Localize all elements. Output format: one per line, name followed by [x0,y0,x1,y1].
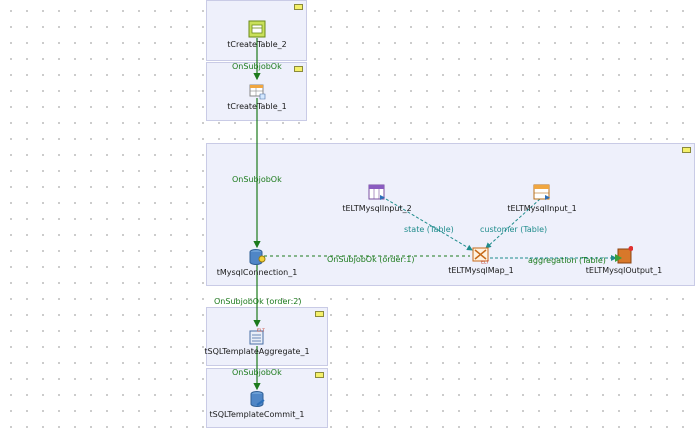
svg-text:ELT: ELT [257,328,265,333]
table-create-icon [248,82,266,100]
component-teltmysqlinput-1[interactable]: tELTMysqlInput_1 [482,184,602,213]
component-tsqltemplateaggregate-1[interactable]: ELT tSQLTemplateAggregate_1 [197,327,317,357]
component-tmysqlconnection-1[interactable]: tMysqlConnection_1 [197,248,317,277]
subjob-template-commit[interactable] [206,368,328,428]
link-label-onsubjobok[interactable]: OnSubjobOk [232,62,282,71]
link-label-customer[interactable]: customer (Table) [480,225,548,234]
collapse-button[interactable] [682,147,691,153]
collapse-button[interactable] [294,66,303,72]
component-teltmysqlmap-1[interactable]: ELT tELTMysqlMap_1 [421,246,541,275]
main-link-line[interactable] [485,198,541,249]
link-label-onsubjobok[interactable]: OnSubjobOk [232,368,282,377]
link-label-onsubjobok-order2[interactable]: OnSubjobOk (order:2) [214,297,302,306]
main-link-line[interactable] [385,198,473,251]
component-tcreatetable-1[interactable]: tCreateTable_1 [197,82,317,111]
table-create-icon [248,20,266,38]
elt-input-icon [368,184,386,202]
component-label: tCreateTable_2 [227,40,287,49]
component-label: tELTMysqlInput_1 [507,204,577,213]
subjob-elt-main[interactable] [206,143,695,286]
collapse-button[interactable] [294,4,303,10]
component-label: tELTMysqlInput_2 [342,204,412,213]
collapse-button[interactable] [315,311,324,317]
database-connection-icon [248,248,266,266]
sql-template-icon: ELT [248,327,266,345]
link-label-onsubjobok[interactable]: OnSubjobOk [232,175,282,184]
component-label: tMysqlConnection_1 [216,268,298,277]
elt-output-icon [615,246,634,264]
component-label: tSQLTemplateCommit_1 [209,410,305,419]
component-label: tCreateTable_1 [227,102,287,111]
sql-commit-icon [248,390,266,408]
link-label-state[interactable]: state (Table) [404,225,454,234]
subjob-template-aggregate[interactable] [206,307,328,366]
elt-input-icon [533,184,551,202]
component-label: tELTMysqlMap_1 [448,266,514,275]
component-label: tELTMysqlOutput_1 [585,266,663,275]
link-label-aggregation[interactable]: aggregation (Table) [528,256,606,265]
collapse-button[interactable] [315,372,324,378]
elt-map-icon: ELT [472,246,490,265]
link-label-onsubjobok-order1[interactable]: OnSubjobOk (order:1) [327,255,415,264]
component-tcreatetable-2[interactable]: tCreateTable_2 [197,20,317,49]
component-teltmysqloutput-1[interactable]: tELTMysqlOutput_1 [564,246,684,275]
component-tsqltemplatecommit-1[interactable]: tSQLTemplateCommit_1 [197,390,317,419]
svg-text:ELT: ELT [481,260,489,265]
component-label: tSQLTemplateAggregate_1 [204,347,310,356]
component-teltmysqlinput-2[interactable]: tELTMysqlInput_2 [317,184,437,213]
